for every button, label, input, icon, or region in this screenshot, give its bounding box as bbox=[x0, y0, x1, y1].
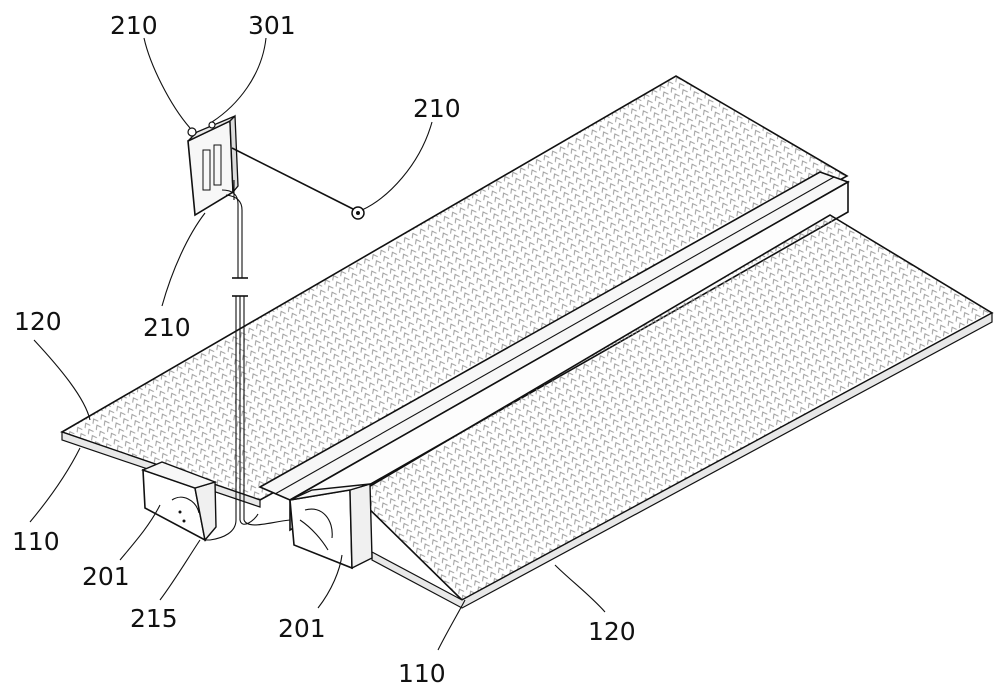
left-cap-top bbox=[141, 461, 218, 489]
center-rail bbox=[258, 171, 850, 532]
label-210-middle: 210 bbox=[143, 313, 191, 342]
label-120-left: 120 bbox=[14, 307, 62, 336]
right-cap-top bbox=[289, 483, 371, 501]
label-210-top-left: 210 bbox=[110, 11, 158, 40]
label-110-left: 110 bbox=[12, 527, 60, 556]
leader-lines bbox=[29, 37, 606, 651]
control-panel-slot-1 bbox=[202, 149, 211, 191]
right-end-cap bbox=[289, 483, 373, 570]
control-panel-slot-2 bbox=[213, 144, 222, 186]
label-210-right: 210 bbox=[413, 94, 461, 123]
reference-labels: 210 301 210 210 120 110 201 215 201 110 … bbox=[12, 11, 636, 688]
label-215: 215 bbox=[130, 604, 178, 633]
label-201-bottom: 201 bbox=[278, 614, 326, 643]
control-box-side bbox=[229, 114, 239, 194]
cable-bundle bbox=[205, 180, 291, 541]
control-box-knob-2 bbox=[208, 121, 216, 129]
right-cap-front bbox=[289, 489, 353, 570]
sensor-cable bbox=[231, 147, 365, 220]
right-mat bbox=[353, 214, 994, 609]
left-end-cap bbox=[141, 461, 218, 542]
label-201-left: 201 bbox=[82, 562, 130, 591]
right-cap-side bbox=[349, 483, 373, 570]
label-301: 301 bbox=[248, 11, 296, 40]
label-110-bottom: 110 bbox=[398, 659, 446, 688]
control-box bbox=[187, 114, 239, 217]
control-box-knob bbox=[187, 127, 197, 137]
label-120-bottom: 120 bbox=[588, 617, 636, 646]
right-mat-front-edge bbox=[371, 311, 993, 609]
